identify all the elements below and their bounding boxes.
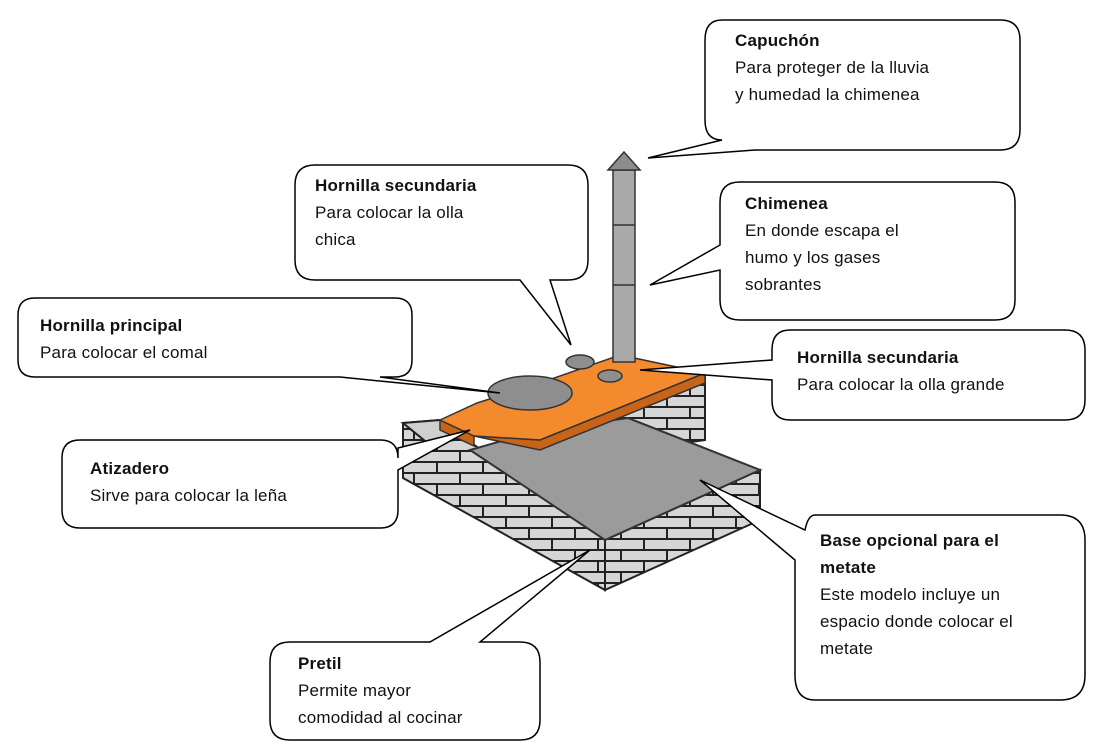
- hornilla-principal-callout: Hornilla principal Para colocar el comal: [40, 312, 208, 366]
- base-metate-desc: Este modelo incluye un espacio donde col…: [820, 585, 1013, 658]
- chimenea-desc: En donde escapa el humo y los gases sobr…: [745, 221, 899, 294]
- hornilla-sec-top-title: Hornilla secundaria: [315, 176, 477, 195]
- hornilla-sec-top-desc: Para colocar la olla chica: [315, 203, 464, 249]
- chimney-pipe: [612, 169, 636, 363]
- atizadero-callout: Atizadero Sirve para colocar la leña: [90, 455, 287, 509]
- callout-bubbles: [17, 19, 1086, 741]
- base-metate-title: Base opcional para el metate: [820, 531, 999, 577]
- hornilla-sec-right-callout-bubble: [639, 329, 1086, 421]
- cooking-top: [438, 354, 708, 451]
- capuchon-cap: [606, 150, 642, 171]
- hornilla-principal-desc: Para colocar el comal: [40, 343, 208, 362]
- hornilla-sec-right-callout: Hornilla secundaria Para colocar la olla…: [797, 344, 1005, 398]
- hornilla-secundaria-grande-hole: [597, 369, 623, 383]
- pretil-title: Pretil: [298, 654, 342, 673]
- hornilla-sec-top-callout-bubble: [294, 164, 589, 346]
- hornilla-secundaria-chica-hole: [565, 354, 595, 370]
- atizadero-title: Atizadero: [90, 459, 170, 478]
- base-metate-callout-bubble: [699, 479, 1086, 701]
- pretil-callout: Pretil Permite mayor comodidad al cocina…: [298, 650, 463, 731]
- atizadero-desc: Sirve para colocar la leña: [90, 486, 288, 505]
- hornilla-sec-right-desc: Para colocar la olla grande: [797, 375, 1005, 394]
- base-metate-callout: Base opcional para el metate Este modelo…: [820, 527, 1013, 662]
- chimenea-callout: Chimenea En donde escapa el humo y los g…: [745, 190, 899, 298]
- capuchon-callout: Capuchón Para proteger de la lluvia y hu…: [735, 27, 929, 108]
- hornilla-principal-hole: [487, 375, 573, 411]
- pretil-callout-bubble: [269, 549, 591, 741]
- hornilla-sec-top-callout: Hornilla secundaria Para colocar la olla…: [315, 172, 477, 253]
- atizadero-callout-bubble: [61, 429, 471, 529]
- capuchon-title: Capuchón: [735, 31, 820, 50]
- chimenea-callout-bubble: [649, 181, 1016, 321]
- pretil-desc: Permite mayor comodidad al cocinar: [298, 681, 463, 727]
- chimney: [606, 150, 642, 363]
- hornilla-sec-right-title: Hornilla secundaria: [797, 348, 959, 367]
- capuchon-callout-bubble: [647, 19, 1021, 159]
- cooking-top-surface: [438, 354, 708, 441]
- hornilla-principal-title: Hornilla principal: [40, 316, 183, 335]
- hornilla-principal-callout-bubble: [17, 297, 501, 394]
- chimenea-title: Chimenea: [745, 194, 828, 213]
- capuchon-desc: Para proteger de la lluvia y humedad la …: [735, 58, 930, 104]
